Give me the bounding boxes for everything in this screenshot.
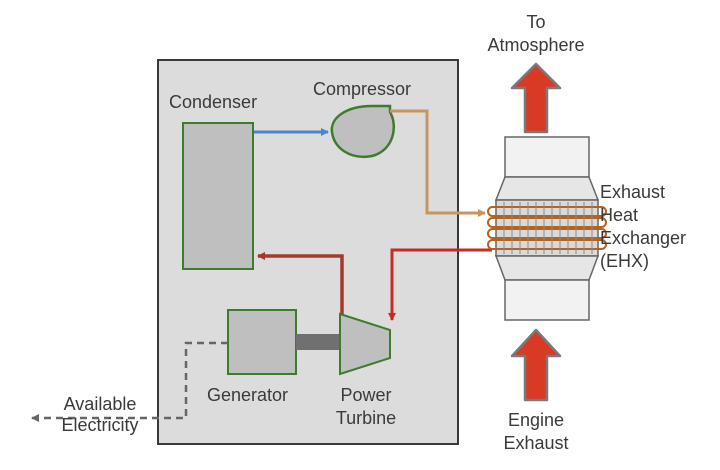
to-atmosphere-label: To Atmosphere [487,12,585,55]
generator [227,309,297,375]
available-electricity-label: Available Electricity [61,394,139,435]
exhaust-heat-exchanger [487,136,607,321]
condenser [182,122,254,270]
compressor-to-ehx-flow [390,109,486,217]
electricity-line [31,341,228,422]
exhaust-out-arrow [510,62,562,134]
turbine-generator-shaft [296,334,340,350]
generator-label: Generator [207,385,289,405]
power-turbine [339,312,391,376]
compressor [330,104,395,159]
turbine-to-condenser-flow [257,252,344,314]
exhaust-in-arrow [510,328,562,402]
condenser-label: Condenser [169,92,258,112]
engine-exhaust-label: Engine Exhaust [503,410,569,453]
ehx-label: Exhaust Heat Exchanger (EHX) [600,182,687,271]
ehx-to-turbine-flow [388,248,492,321]
power-turbine-label: Power Turbine [335,385,397,428]
compressor-label: Compressor [313,79,412,99]
